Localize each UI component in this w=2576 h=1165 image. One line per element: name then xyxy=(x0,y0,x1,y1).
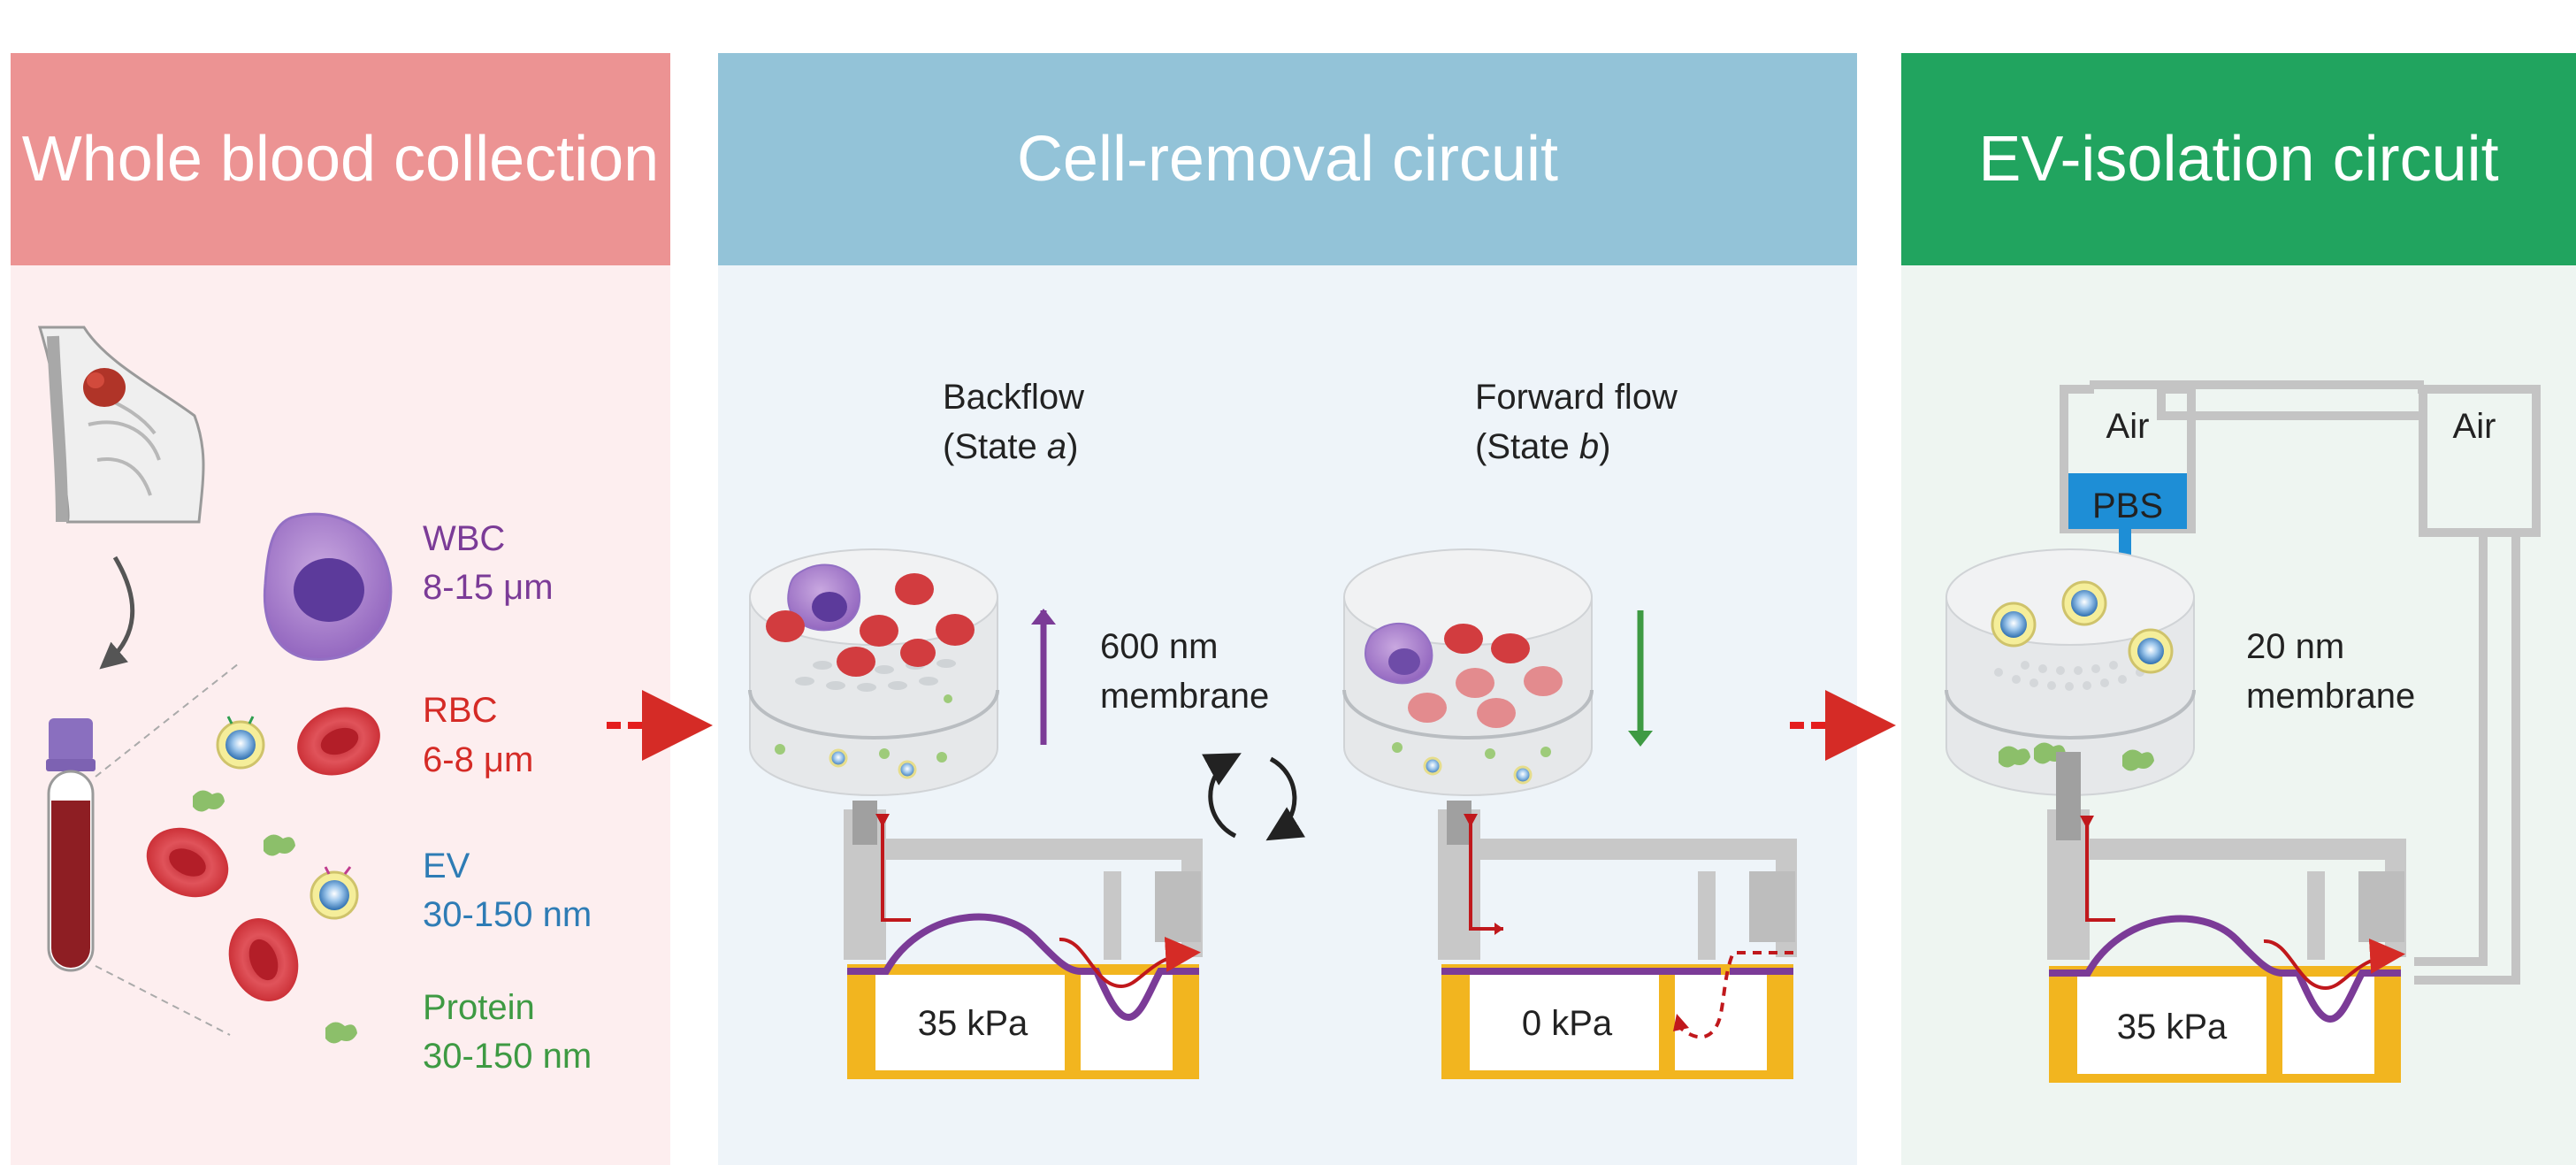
protein-particles xyxy=(193,790,357,1044)
wbc-cell xyxy=(1364,622,1433,685)
rbc-size: 6-8 μm xyxy=(423,740,533,779)
ev-particles xyxy=(829,748,917,779)
pressure-ev: 35 kPa xyxy=(2117,1008,2228,1046)
cell-removal-panel-header: Cell-removal circuit xyxy=(718,53,1857,265)
ev-label: EV xyxy=(423,847,470,885)
curved-arrow xyxy=(99,556,135,670)
protein-particles xyxy=(1999,742,2154,771)
rbc-cell xyxy=(228,918,299,1001)
pressure-state-b: 0 kPa xyxy=(1522,1004,1613,1043)
protein-particles xyxy=(1392,742,1551,759)
membrane-20-line1: 20 nm xyxy=(2246,627,2344,666)
rbc-cell xyxy=(297,707,380,776)
protein-size: 30-150 nm xyxy=(423,1037,592,1076)
pbs-label: PBS xyxy=(2092,487,2163,525)
circuit-state-b xyxy=(1438,801,1797,1079)
rbc-cluster-b xyxy=(1444,624,1530,663)
membrane-600-line1: 600 nm xyxy=(1100,627,1218,666)
air-left-label: Air xyxy=(2106,407,2150,446)
ev-particle xyxy=(216,716,265,770)
rbc-label: RBC xyxy=(423,691,497,730)
wbc-cell xyxy=(263,512,393,661)
zoom-line-top xyxy=(95,663,240,778)
state-b-line1: Forward flow xyxy=(1475,378,1678,417)
ev-isolation-panel-header: EV-isolation circuit xyxy=(1901,53,2576,265)
zoom-line-bottom xyxy=(95,965,231,1036)
ev-particle xyxy=(310,866,359,920)
upward-arrowhead xyxy=(1031,609,1056,625)
pressure-state-a: 35 kPa xyxy=(918,1004,1028,1043)
circuit-ev xyxy=(2047,752,2406,1083)
state-a-line2: (State a) xyxy=(943,427,1078,466)
downward-arrowhead xyxy=(1628,731,1653,747)
blood-panel-title: Whole blood collection xyxy=(21,124,660,195)
wbc-cell xyxy=(787,563,861,632)
membrane-20-line2: membrane xyxy=(2246,677,2415,716)
protein-label: Protein xyxy=(423,988,535,1027)
air-right-label: Air xyxy=(2453,407,2496,446)
cycle-arrows xyxy=(1202,753,1306,841)
protein-particles xyxy=(775,694,952,763)
ev-size: 30-150 nm xyxy=(423,895,592,934)
cell-removal-panel-title: Cell-removal circuit xyxy=(1016,124,1559,195)
state-a-line1: Backflow xyxy=(943,378,1084,417)
rbc-cluster-a xyxy=(766,573,975,677)
filter-chamber-state-a xyxy=(748,548,999,796)
rbc-cell xyxy=(146,827,229,898)
ev-particles xyxy=(1423,756,1533,785)
blood-panel-header: Whole blood collection xyxy=(11,53,670,265)
circuit-state-a xyxy=(844,801,1203,1079)
rbc-cluster-b-faded xyxy=(1408,666,1563,728)
ev-particles xyxy=(1991,580,2174,674)
membrane-600-line2: membrane xyxy=(1100,677,1269,716)
wbc-label: WBC xyxy=(423,519,505,558)
state-b-line2: (State b) xyxy=(1475,427,1610,466)
air-pressure-lines xyxy=(2090,380,2541,985)
blood-tube xyxy=(46,718,96,972)
breast-illustration xyxy=(37,326,205,524)
ev-isolation-panel-title: EV-isolation circuit xyxy=(1978,124,2499,195)
wbc-size: 8-15 μm xyxy=(423,568,554,607)
